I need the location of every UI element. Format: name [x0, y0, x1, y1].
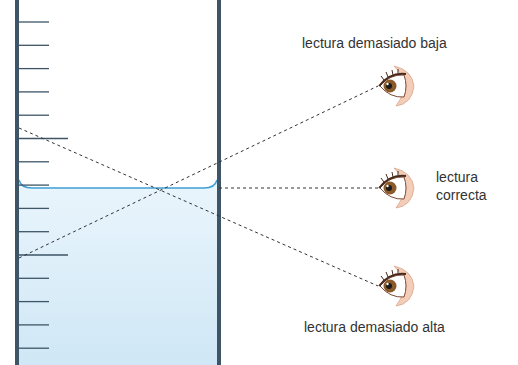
liquid [19, 180, 217, 365]
cylinder-wall [217, 0, 221, 365]
reading-label: lectura demasiado alta [304, 318, 494, 336]
scale-tick [19, 115, 49, 116]
eye [379, 168, 414, 208]
scale-tick [19, 278, 49, 279]
scale-tick [19, 208, 49, 209]
scale-tick [19, 68, 49, 69]
sight-line [219, 188, 378, 189]
scale-tick [19, 324, 49, 325]
meniscus [19, 180, 217, 188]
scale-ticks [19, 22, 68, 365]
scale-tick [19, 348, 49, 349]
scale-tick [19, 231, 49, 232]
scale-tick [19, 91, 49, 92]
scale-tick [19, 161, 49, 162]
reading-label: lectura demasiado baja [302, 34, 482, 52]
reading-label: lectura correcta [436, 168, 506, 204]
cylinder-wall [15, 0, 19, 365]
sight-line [19, 86, 378, 258]
sight-lines [19, 86, 378, 286]
scale-tick [19, 184, 49, 185]
eye [379, 266, 414, 306]
scale-tick [19, 21, 49, 22]
scale-tick [19, 301, 49, 302]
scale-tick [19, 45, 49, 46]
eyes [379, 66, 414, 306]
sight-line [19, 128, 378, 286]
eye [379, 66, 414, 106]
